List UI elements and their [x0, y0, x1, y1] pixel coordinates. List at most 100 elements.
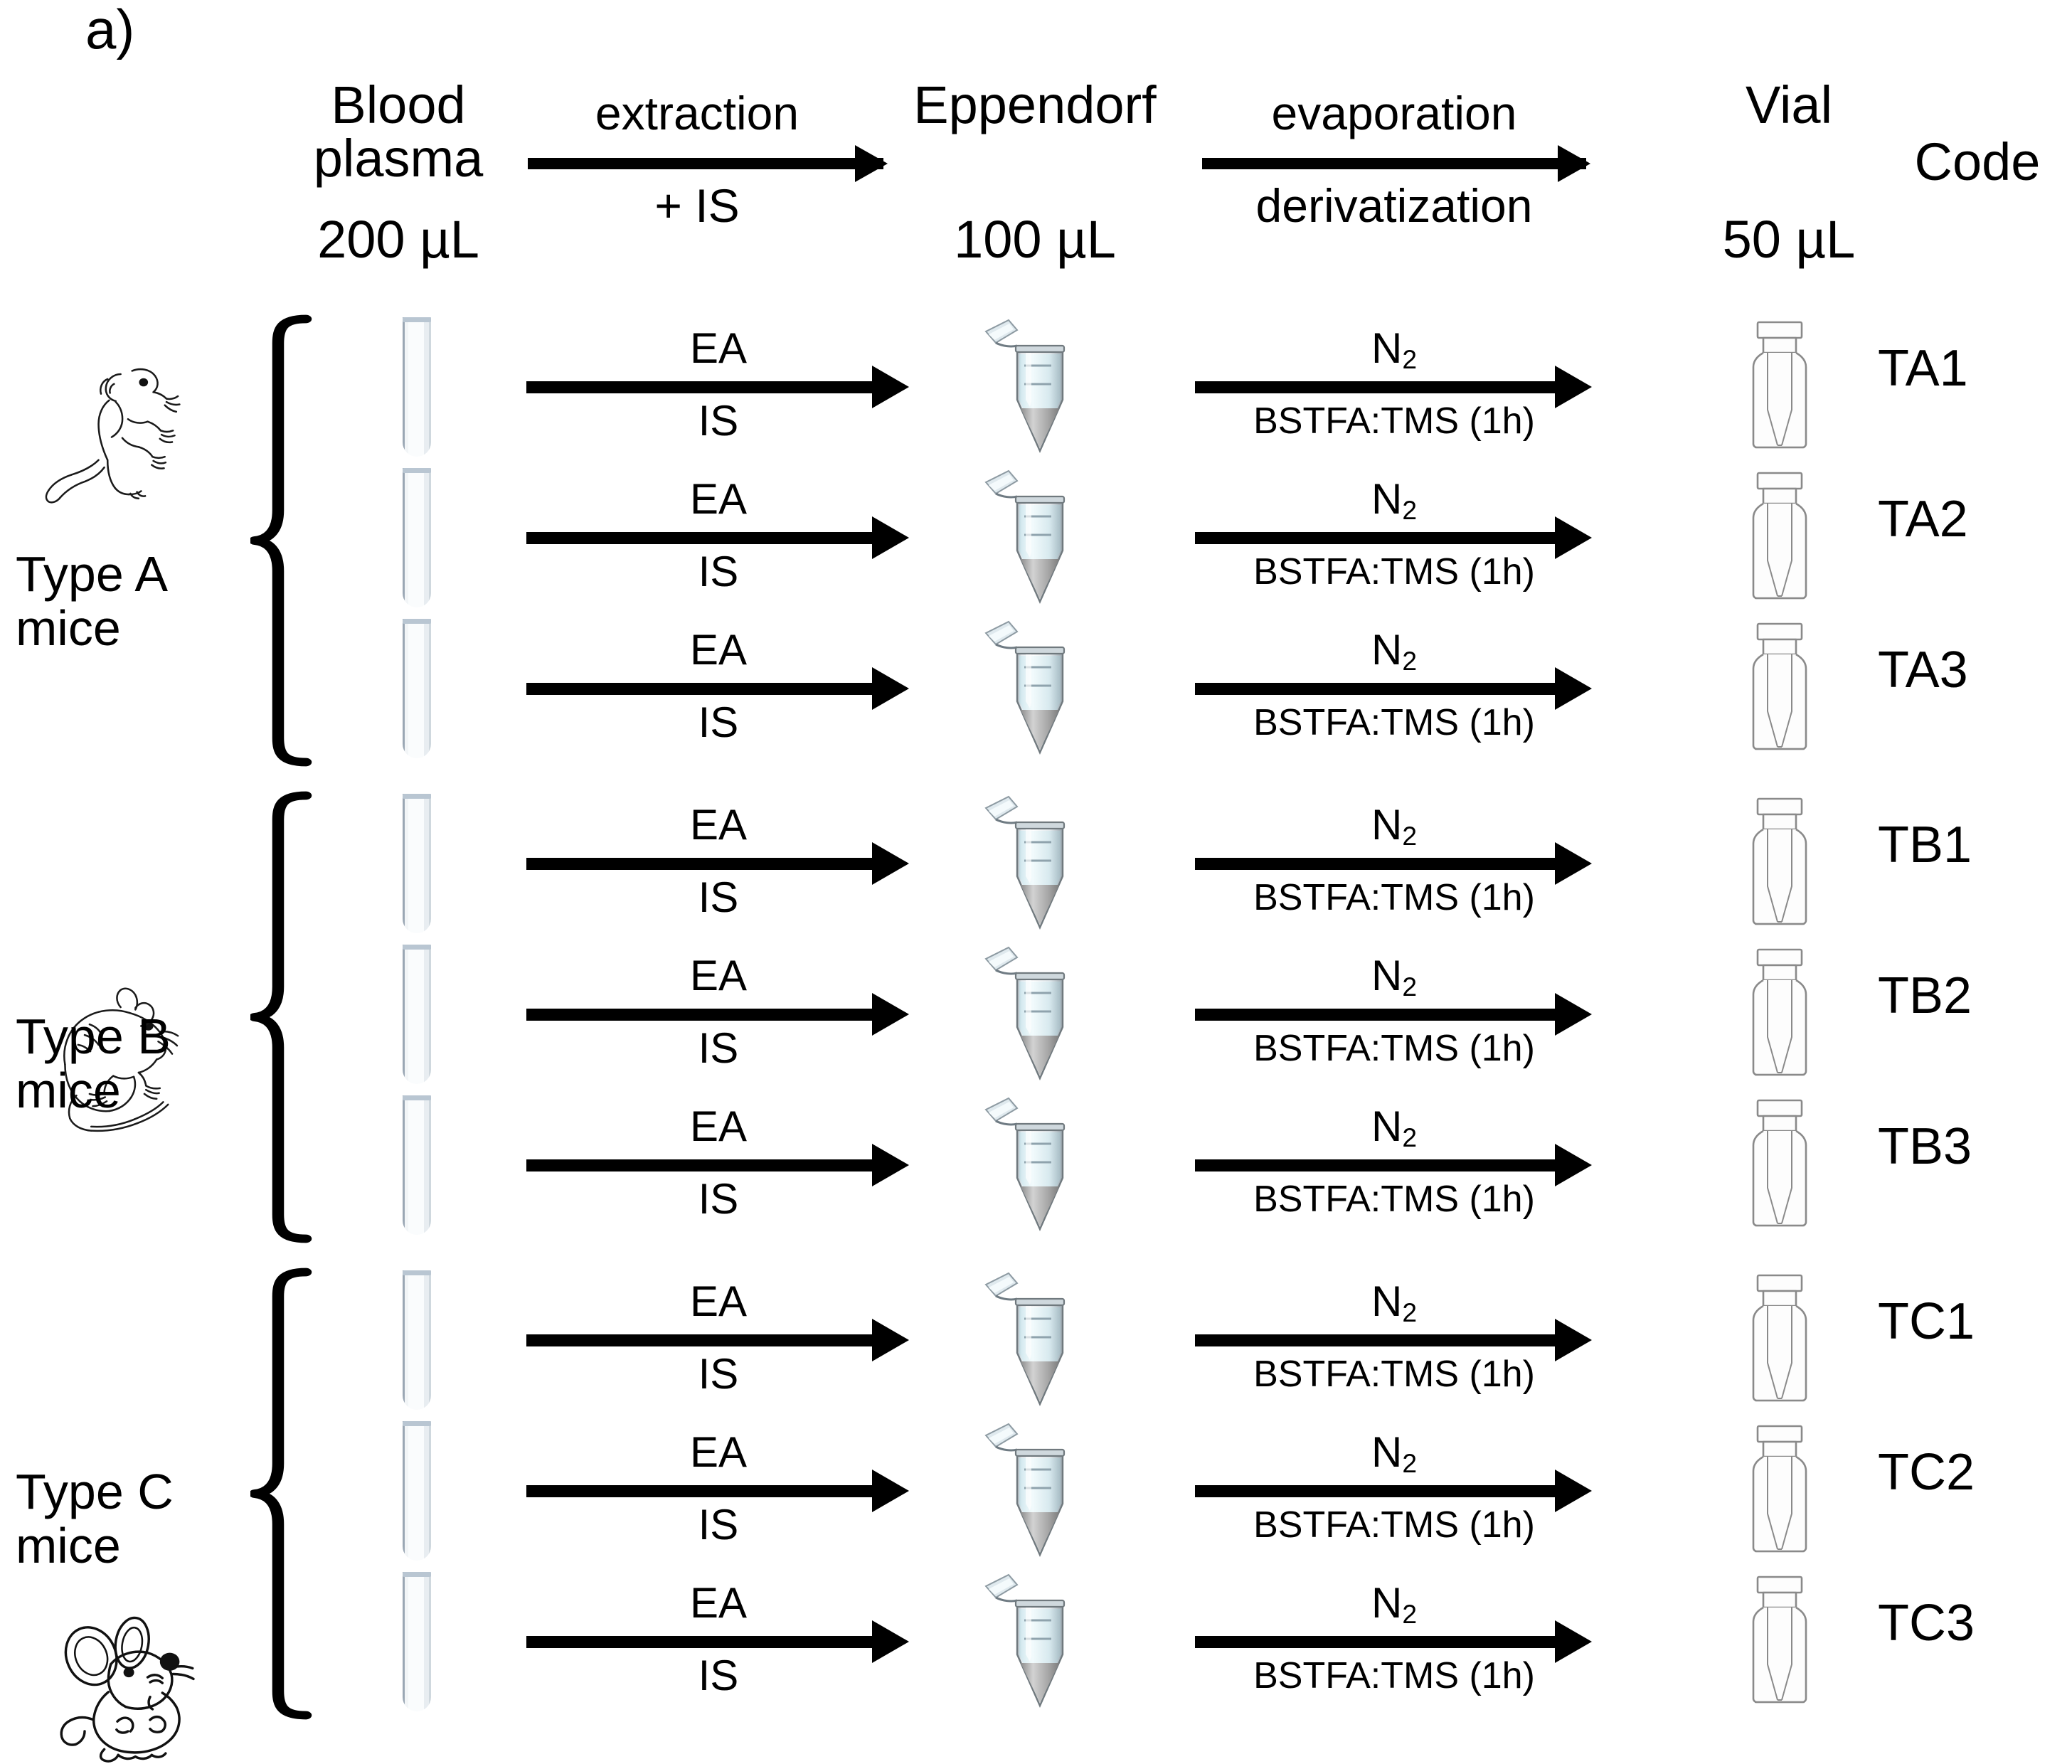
extraction-label-bottom: IS	[698, 1350, 739, 1398]
derivatization-label-top: N2	[1371, 1102, 1418, 1153]
eppendorf-tube-icon	[980, 1571, 1074, 1713]
glass-vial-icon	[1744, 1573, 1815, 1710]
extraction-label-top: EA	[689, 1428, 748, 1476]
eppendorf-tube-icon	[980, 943, 1074, 1085]
derivatization-label-bottom: BSTFA:TMS (1h)	[1253, 551, 1535, 593]
derivatization-label-top: N2	[1371, 801, 1418, 851]
derivatization-label-bottom: BSTFA:TMS (1h)	[1253, 1179, 1535, 1220]
group-label-type-a: Type A mice	[0, 546, 314, 655]
sample-code: TA1	[1878, 340, 1968, 397]
test-tube-icon	[403, 794, 431, 933]
extraction-label-top: EA	[689, 626, 748, 674]
test-tube-icon	[403, 1421, 431, 1561]
column-header-blood-plasma: Blood plasma	[263, 78, 533, 186]
header-arrow-extraction-icon	[528, 158, 883, 169]
extraction-label-top: EA	[689, 1579, 748, 1627]
extraction-arrow: EA IS	[526, 615, 910, 764]
extraction-label-top: EA	[689, 1277, 748, 1325]
header-step1-label-top: extraction	[595, 87, 799, 139]
test-tube-icon	[403, 1095, 431, 1235]
derivatization-label-top: N2	[1371, 1277, 1418, 1328]
glass-vial-icon	[1744, 620, 1815, 757]
sample-code: TA3	[1878, 642, 1968, 698]
extraction-label-top: EA	[689, 801, 748, 849]
curly-brace-icon	[250, 790, 314, 1245]
derivatization-label-bottom: BSTFA:TMS (1h)	[1253, 1028, 1535, 1069]
blood-plasma-volume: 200 µL	[317, 210, 479, 269]
group-label-line2: mice	[16, 1062, 121, 1118]
sample-code: TC1	[1878, 1293, 1975, 1350]
extraction-label-bottom: IS	[698, 698, 739, 746]
extraction-label-bottom: IS	[698, 1175, 739, 1223]
sample-row: EA IS	[0, 1417, 2072, 1566]
column-header-vial: Vial	[1745, 75, 1833, 134]
derivatization-label-bottom: BSTFA:TMS (1h)	[1253, 1655, 1535, 1696]
sample-code: TC2	[1878, 1444, 1975, 1501]
derivatization-label-bottom: BSTFA:TMS (1h)	[1253, 702, 1535, 743]
derivatization-label-top: N2	[1371, 1428, 1418, 1479]
curly-brace-icon	[250, 313, 314, 768]
sample-row: EA IS	[0, 1568, 2072, 1717]
extraction-arrow: EA IS	[526, 1568, 910, 1717]
mouse-side-icon	[36, 974, 199, 1138]
derivatization-arrow: N2 BSTFA:TMS (1h)	[1195, 615, 1593, 764]
extraction-label-bottom: IS	[698, 873, 739, 921]
group-label-line1: Type C	[16, 1464, 174, 1519]
glass-vial-icon	[1744, 1423, 1815, 1559]
extraction-label-top: EA	[689, 1102, 748, 1150]
extraction-arrow: EA IS	[526, 1266, 910, 1415]
extraction-arrow: EA IS	[526, 1417, 910, 1566]
derivatization-arrow: N2 BSTFA:TMS (1h)	[1195, 1266, 1593, 1415]
sample-code: TB2	[1878, 967, 1972, 1024]
extraction-arrow: EA IS	[526, 313, 910, 462]
sample-code: TA2	[1878, 491, 1968, 548]
derivatization-arrow: N2 BSTFA:TMS (1h)	[1195, 313, 1593, 462]
extraction-label-bottom: IS	[698, 1652, 739, 1699]
group-label-line1: Type A	[16, 546, 169, 602]
extraction-arrow: EA IS	[526, 1091, 910, 1240]
header-arrow-evaporation-icon	[1202, 158, 1586, 169]
group-label-type-b: Type B mice	[0, 1009, 314, 1118]
derivatization-arrow: N2 BSTFA:TMS (1h)	[1195, 1417, 1593, 1566]
eppendorf-tube-icon	[980, 467, 1074, 609]
sample-code: TB1	[1878, 817, 1972, 873]
derivatization-label-top: N2	[1371, 952, 1418, 1002]
derivatization-label-top: N2	[1371, 475, 1418, 526]
extraction-label-top: EA	[689, 952, 748, 999]
test-tube-icon	[403, 468, 431, 607]
vial-volume: 50 µL	[1722, 210, 1856, 269]
eppendorf-tube-icon	[980, 1269, 1074, 1411]
test-tube-icon	[403, 1572, 431, 1711]
glass-vial-icon	[1744, 1097, 1815, 1233]
derivatization-label-top: N2	[1371, 626, 1418, 676]
extraction-label-bottom: IS	[698, 397, 739, 445]
sample-code: TC3	[1878, 1595, 1975, 1652]
group-label-line2: mice	[16, 1517, 121, 1573]
test-tube-icon	[403, 317, 431, 457]
test-tube-icon	[403, 945, 431, 1084]
derivatization-label-top: N2	[1371, 1579, 1418, 1630]
extraction-arrow: EA IS	[526, 940, 910, 1090]
sample-row: EA IS	[0, 1266, 2072, 1415]
panel-label: a)	[85, 0, 135, 60]
derivatization-arrow: N2 BSTFA:TMS (1h)	[1195, 940, 1593, 1090]
derivatization-arrow: N2 BSTFA:TMS (1h)	[1195, 1568, 1593, 1717]
derivatization-arrow: N2 BSTFA:TMS (1h)	[1195, 790, 1593, 939]
extraction-arrow: EA IS	[526, 464, 910, 613]
blood-plasma-line1: Blood	[331, 75, 466, 134]
eppendorf-tube-icon	[980, 617, 1074, 760]
extraction-label-top: EA	[689, 475, 748, 523]
eppendorf-tube-icon	[980, 1094, 1074, 1236]
test-tube-icon	[403, 619, 431, 758]
sample-row: EA IS	[0, 790, 2072, 939]
extraction-label-bottom: IS	[698, 1024, 739, 1072]
derivatization-label-bottom: BSTFA:TMS (1h)	[1253, 1354, 1535, 1395]
derivatization-label-bottom: BSTFA:TMS (1h)	[1253, 1504, 1535, 1546]
eppendorf-tube-icon	[980, 316, 1074, 458]
derivatization-label-bottom: BSTFA:TMS (1h)	[1253, 400, 1535, 442]
group-label-type-c: Type C mice	[0, 1465, 314, 1573]
derivatization-label-bottom: BSTFA:TMS (1h)	[1253, 877, 1535, 918]
derivatization-arrow: N2 BSTFA:TMS (1h)	[1195, 464, 1593, 613]
derivatization-label-top: N2	[1371, 324, 1418, 375]
